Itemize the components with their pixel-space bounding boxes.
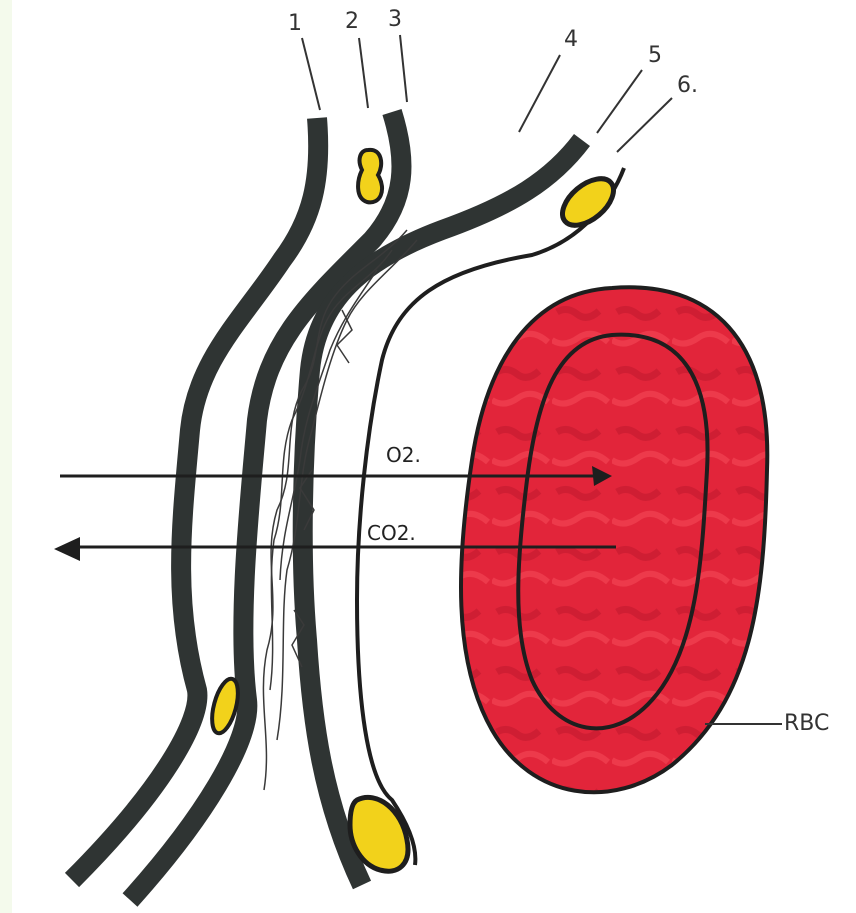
rbc-outer — [461, 287, 767, 792]
interstitial-fibers — [263, 230, 417, 790]
label-4: 4 — [564, 27, 578, 52]
nucleus-upper-right — [554, 170, 622, 235]
nucleus-top — [358, 150, 382, 203]
diagram-canvas: O2. CO2. 1 2 3 4 5 6. RBC — [12, 0, 856, 913]
alveolar-capillary-diagram: O2. CO2. 1 2 3 4 5 6. RBC — [12, 0, 856, 913]
co2-label: CO2. — [367, 521, 416, 545]
label-rbc: RBC — [784, 711, 829, 736]
label-6: 6. — [677, 73, 698, 98]
label-3: 3 — [388, 7, 402, 32]
o2-label: O2. — [386, 443, 421, 467]
label-2: 2 — [345, 9, 359, 34]
label-5: 5 — [648, 43, 662, 68]
label-1: 1 — [288, 11, 302, 36]
red-blood-cell — [461, 287, 767, 792]
